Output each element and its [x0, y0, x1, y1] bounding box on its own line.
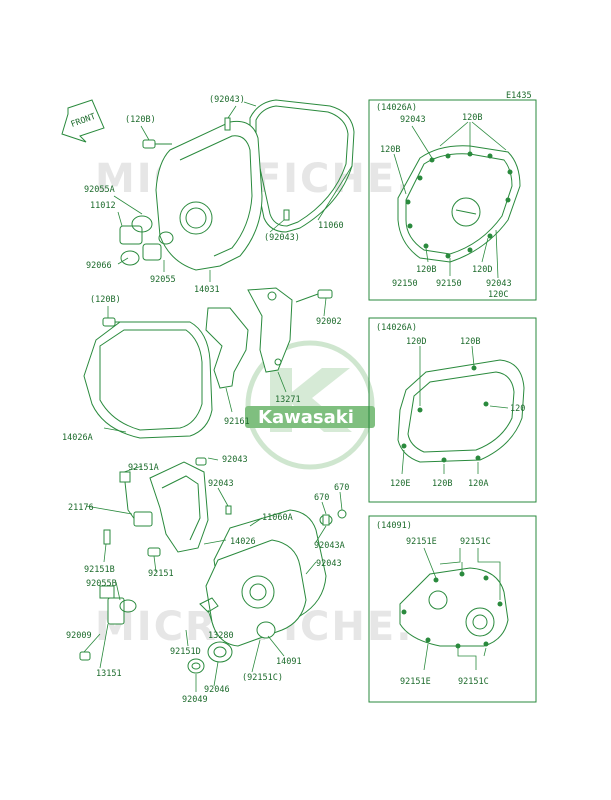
box3-label-92151e-bottom: 92151E [400, 677, 431, 687]
label-13271: 13271 [275, 395, 301, 405]
label-120b-b: (120B) [90, 295, 121, 305]
box3-title: (14091) [376, 521, 412, 531]
label-92151b: 92151B [84, 565, 115, 575]
box2-label-120a: 120A [468, 479, 488, 489]
label-92009: 92009 [66, 631, 92, 641]
label-11012: 11012 [90, 201, 116, 211]
label-120b: (120B) [125, 115, 156, 125]
label-11060: 11060 [318, 221, 344, 231]
generator-cover-assembly [83, 287, 333, 439]
label-92046: 92046 [204, 685, 230, 695]
label-670-b: 670 [334, 483, 349, 493]
label-92043-e: 92043 [316, 559, 342, 569]
box2-label-120d: 120D [406, 337, 426, 347]
label-21176: 21176 [68, 503, 94, 513]
label-92043a: 92043A [314, 541, 345, 551]
leader-lines [83, 101, 353, 692]
box3-label-92151c-bottom: 92151C [458, 677, 489, 687]
label-92043-d: 92043 [208, 479, 234, 489]
label-92151c: (92151C) [242, 673, 283, 683]
label-92002: 92002 [316, 317, 342, 327]
inset-box-14026a-top: (14026A) 92043 120B 120B 120B 120D 92150… [368, 99, 537, 301]
box2-label-120b: 120B [460, 337, 480, 347]
label-92151: 92151 [148, 569, 174, 579]
label-11060a: 11060A [262, 513, 293, 523]
label-92043: (92043) [209, 95, 245, 105]
box1-label-92043: 92043 [400, 115, 426, 125]
box1-title: (14026A) [376, 103, 417, 113]
box1-label-92150-b: 92150 [436, 279, 462, 289]
label-92066: 92066 [86, 261, 112, 271]
label-13280: 13280 [208, 631, 234, 641]
box3-label-92151c: 92151C [460, 537, 491, 547]
label-92049: 92049 [182, 695, 208, 705]
box2-label-120b-bottom: 120B [432, 479, 452, 489]
logo-text: Kawasaki [258, 407, 354, 428]
diagram-code: E1435 [506, 91, 532, 101]
lower-engine-cover-assembly [79, 457, 347, 674]
label-92043-b: (92043) [264, 233, 300, 243]
box1-label-120d: 120D [472, 265, 492, 275]
box2-title: (14026A) [376, 323, 417, 333]
box1-label-92150-a: 92150 [392, 279, 418, 289]
label-92055a: 92055A [84, 185, 115, 195]
label-14026a: 14026A [62, 433, 93, 443]
label-92151a: 92151A [128, 463, 159, 473]
label-92055: 92055 [150, 275, 176, 285]
inset-box-14026a-bottom: (14026A) 120D 120B 120 120E 120B 120A [368, 317, 537, 503]
label-14031: 14031 [194, 285, 220, 295]
inset-box-14091: (14091) 92151E 92151C 92151E 92151C [368, 515, 537, 703]
box1-label-120c: 120C [488, 290, 508, 300]
label-92055b: 92055B [86, 579, 117, 589]
box1-label-120b: 120B [462, 113, 482, 123]
label-14091: 14091 [276, 657, 302, 667]
main-part-labels: (120B) (92043) 92055A 11012 92066 92055 … [62, 95, 349, 705]
box3-label-92151e: 92151E [406, 537, 437, 547]
box2-label-120e: 120E [390, 479, 410, 489]
label-13151: 13151 [96, 669, 122, 679]
kawasaki-logo: Kawasaki [245, 340, 375, 470]
box1-label-92043-b: 92043 [486, 279, 512, 289]
box1-label-120b-left: 120B [380, 145, 400, 155]
label-92161: 92161 [224, 417, 250, 427]
label-670-a: 670 [314, 493, 329, 503]
box2-label-120: 120 [510, 404, 525, 414]
label-92043-c: 92043 [222, 455, 248, 465]
front-arrow-icon: FRONT [61, 99, 105, 143]
box1-label-120b-bottom: 120B [416, 265, 436, 275]
label-92151d: 92151D [170, 647, 201, 657]
label-14026: 14026 [230, 537, 256, 547]
clutch-cover-assembly [119, 99, 355, 271]
